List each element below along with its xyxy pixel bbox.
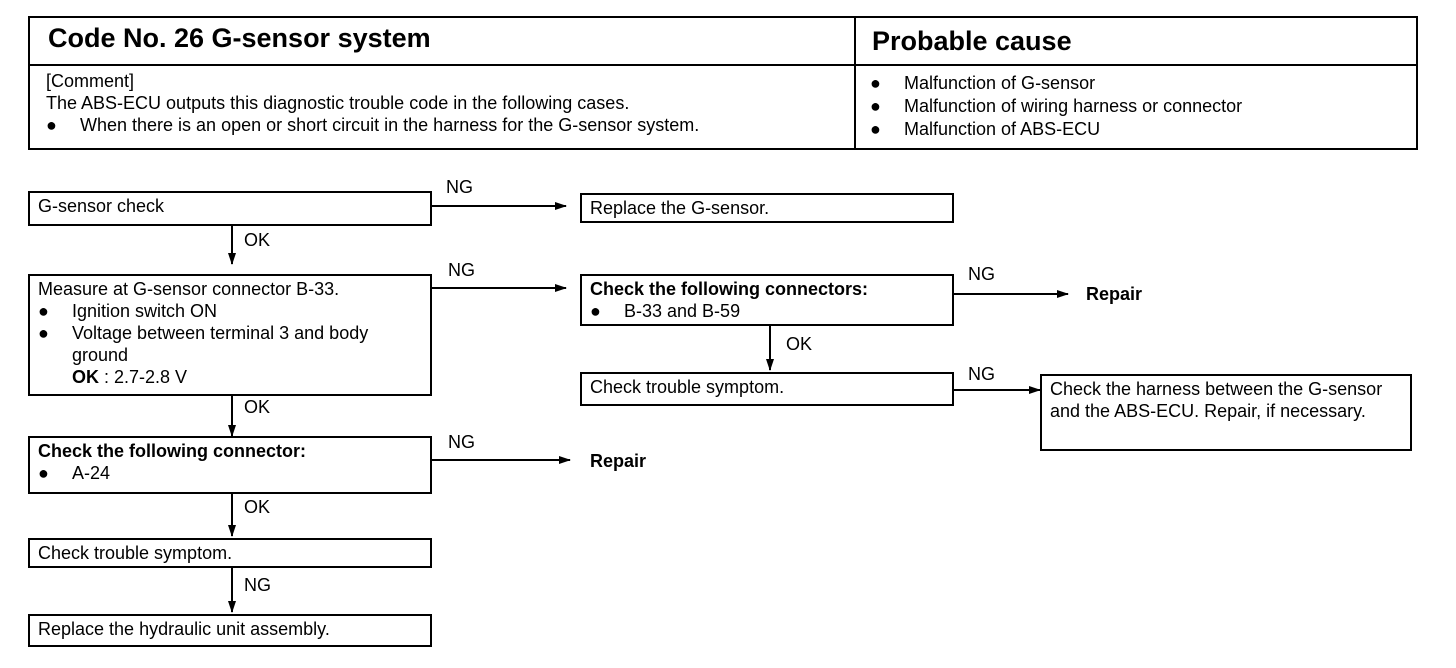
check-trouble-symptom-box-left: Check trouble symptom. <box>28 538 432 568</box>
ng-label: NG <box>448 432 475 452</box>
repair-label-2: Repair <box>590 451 647 471</box>
ok-range-label: OK <box>72 367 99 387</box>
bullet-icon: ● <box>870 119 881 139</box>
comment-text: The ABS-ECU outputs this diagnostic trou… <box>46 93 630 113</box>
causes-cell: ● Malfunction of G-sensor ● Malfunction … <box>856 66 1416 148</box>
ok-label: OK <box>786 334 813 354</box>
cause-text: Malfunction of wiring harness or connect… <box>904 96 1243 116</box>
comment-bullet-text: When there is an open or short circuit i… <box>80 115 700 135</box>
measure-bullet-text: Voltage between terminal 3 and body grou… <box>72 323 369 365</box>
cause-item: ● Malfunction of ABS-ECU <box>870 118 1416 141</box>
ok-label: OK <box>244 397 271 417</box>
measure-connector-box: Measure at G-sensor connector B-33. ● Ig… <box>28 274 432 396</box>
replace-hydraulic-unit-box: Replace the hydraulic unit assembly. <box>28 614 432 647</box>
comment-cell: [Comment] The ABS-ECU outputs this diagn… <box>30 66 856 148</box>
cause-text: Malfunction of G-sensor <box>904 73 1096 93</box>
measure-bullet-text: Ignition switch ON <box>72 301 218 321</box>
bullet-icon: ● <box>870 96 881 116</box>
check-trouble-symptom-box-right: Check trouble symptom. <box>580 372 954 406</box>
comment-bullet: ● When there is an open or short circuit… <box>46 114 854 136</box>
ng-label: NG <box>446 177 473 197</box>
header-table: Code No. 26 G-sensor system Probable cau… <box>28 16 1418 150</box>
measure-title: Measure at G-sensor connector B-33. <box>38 279 340 299</box>
cause-item: ● Malfunction of G-sensor <box>870 72 1416 95</box>
bullet-icon: ● <box>870 73 881 93</box>
ok-label: OK <box>244 230 271 250</box>
bullet-icon: ● <box>38 323 49 343</box>
ok-range-value: : 2.7-2.8 V <box>104 367 188 387</box>
ok-range: OK : 2.7-2.8 V <box>38 366 422 388</box>
repair-label-1: Repair <box>1086 284 1143 304</box>
probable-cause-title: Probable cause <box>856 18 1416 66</box>
check-connector-bullet: ● A-24 <box>38 462 422 484</box>
check-connector-a24-box: Check the following connector: ● A-24 <box>28 436 432 494</box>
ok-label: OK <box>244 497 271 517</box>
code-title: Code No. 26 G-sensor system <box>30 18 856 66</box>
check-connectors-title: Check the following connectors: <box>590 279 869 299</box>
bullet-icon: ● <box>38 463 49 483</box>
ng-label: NG <box>968 364 995 384</box>
ng-label: NG <box>968 264 995 284</box>
check-connectors-bullet: ● B-33 and B-59 <box>590 300 944 322</box>
check-connector-title: Check the following connector: <box>38 441 307 461</box>
comment-label: [Comment] <box>46 71 135 91</box>
cause-item: ● Malfunction of wiring harness or conne… <box>870 95 1416 118</box>
check-connectors-bullet-text: B-33 and B-59 <box>624 301 741 321</box>
cause-text: Malfunction of ABS-ECU <box>904 119 1101 139</box>
measure-bullet: ● Voltage between terminal 3 and body gr… <box>38 322 422 366</box>
bullet-icon: ● <box>46 115 57 135</box>
ng-label: NG <box>448 260 475 280</box>
check-connector-bullet-text: A-24 <box>72 463 111 483</box>
measure-bullet: ● Ignition switch ON <box>38 300 422 322</box>
bullet-icon: ● <box>38 301 49 321</box>
g-sensor-check-box: G-sensor check <box>28 191 432 226</box>
check-harness-box: Check the harness between the G-sensor a… <box>1040 374 1412 451</box>
bullet-icon: ● <box>590 301 601 321</box>
ng-label: NG <box>244 575 271 595</box>
check-connectors-box: Check the following connectors: ● B-33 a… <box>580 274 954 326</box>
replace-g-sensor-box: Replace the G-sensor. <box>580 193 954 223</box>
